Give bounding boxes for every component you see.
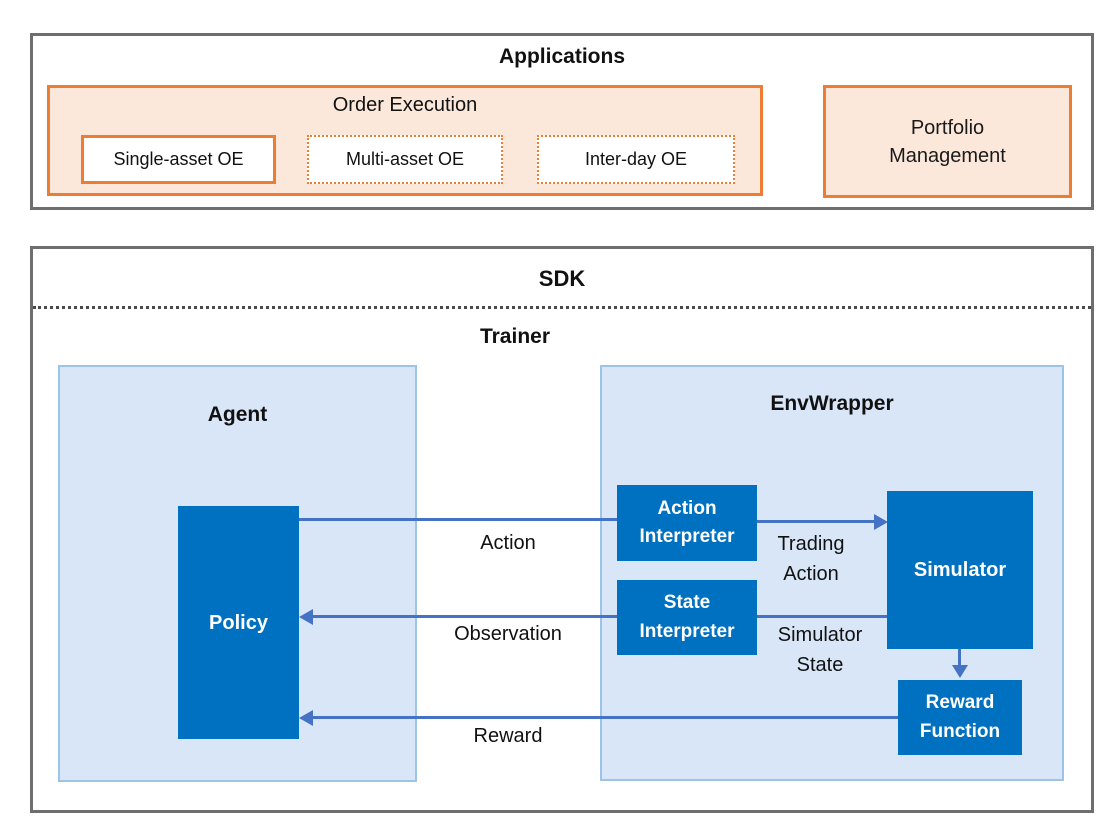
action-interpreter-label: Action Interpreter: [639, 497, 735, 548]
observation-flow-label: Observation: [454, 623, 562, 645]
state-interpreter-label: State Interpreter: [639, 592, 735, 642]
state-interpreter-box: State Interpreter: [617, 580, 757, 655]
sdk-dotted-divider: [33, 306, 1091, 309]
simulator-to-reward-arrowhead-icon: [952, 665, 968, 678]
order-execution-title: Order Execution: [332, 94, 478, 116]
reward-function-box: Reward Function: [898, 680, 1022, 755]
simulator-to-reward-line: [958, 649, 961, 667]
portfolio-management-label: Portfolio Management: [889, 116, 1006, 167]
action-interpreter-box: Action Interpreter: [617, 485, 757, 561]
action-flow-label: Action: [480, 532, 536, 554]
trading-action-flow-label: Trading Action: [777, 533, 845, 585]
trainer-title: Trainer: [479, 325, 551, 348]
reward-function-label: Reward Function: [919, 692, 1001, 742]
policy-box: Policy: [178, 506, 299, 739]
multi-asset-oe-box: Multi-asset OE: [307, 135, 503, 184]
applications-title: Applications: [498, 45, 625, 68]
observation-arrowhead-icon: [299, 609, 313, 625]
reward-flow-label: Reward: [473, 725, 543, 747]
multi-asset-oe-label: Multi-asset OE: [345, 149, 465, 169]
agent-title: Agent: [207, 403, 268, 426]
portfolio-management-box: Portfolio Management: [823, 85, 1072, 198]
inter-day-oe-box: Inter-day OE: [537, 135, 735, 184]
trading-action-arrowhead-icon: [874, 514, 888, 530]
simulator-label: Simulator: [913, 559, 1007, 581]
simulator-box: Simulator: [887, 491, 1033, 649]
simulator-state-flow-label: Simulator State: [777, 624, 863, 676]
reward-arrowhead-icon: [299, 710, 313, 726]
single-asset-oe-label: Single-asset OE: [113, 149, 244, 169]
reward-line: [310, 716, 898, 719]
action-line: [299, 518, 617, 521]
inter-day-oe-label: Inter-day OE: [584, 149, 688, 169]
sdk-title: SDK: [538, 266, 586, 291]
trading-action-line: [757, 520, 876, 523]
simulator-state-line: [757, 615, 887, 618]
single-asset-oe-box: Single-asset OE: [81, 135, 276, 184]
envwrapper-title: EnvWrapper: [770, 392, 894, 415]
observation-line: [310, 615, 617, 618]
policy-label: Policy: [209, 611, 268, 634]
